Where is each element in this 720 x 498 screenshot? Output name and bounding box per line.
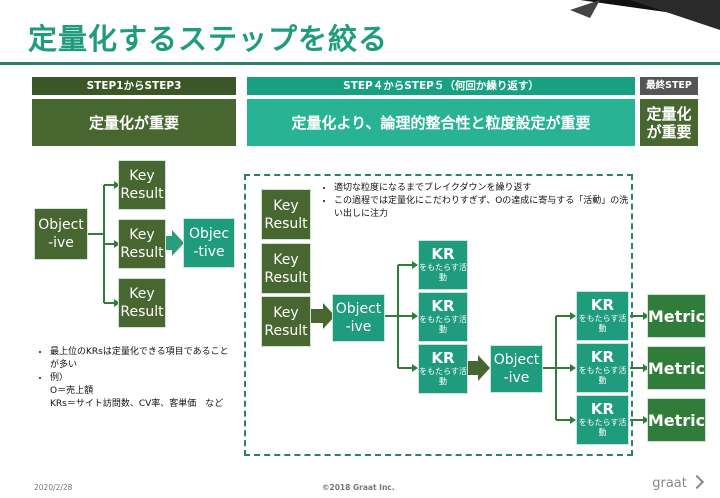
footer-copyright: ©2018 Graat Inc. xyxy=(322,483,395,492)
kr-title: KR xyxy=(590,296,615,314)
kr-subtitle: をもたらす活動 xyxy=(419,263,467,282)
key-result-label: Key xyxy=(129,286,155,302)
metric-label: Metric xyxy=(647,410,706,430)
right-note-2: この過程では定量化にこだわりすぎず、Oの達成に寄与する「活動」の洗い出しに注力 xyxy=(334,195,630,221)
objective-left-line1: Objec xyxy=(188,226,230,242)
objective-left-line2: -tive xyxy=(193,244,225,260)
objective-right1-line1: Object xyxy=(335,301,382,317)
left-note-2: 例） O＝売上額 KRs＝サイト訪問数、CV率、客単価 など xyxy=(50,372,234,411)
key-result-label: Result xyxy=(264,269,308,286)
panel-final-line2: が重要 xyxy=(646,122,692,141)
kr-activity-col2-2: KR をもたらす活動 xyxy=(576,343,629,393)
key-result-label: Result xyxy=(264,322,308,339)
panel-step1-3: 定量化が重要 xyxy=(32,99,236,146)
corner-decoration xyxy=(570,0,720,30)
object-left-line2: -ive xyxy=(48,235,74,251)
kr-subtitle: をもたらす活動 xyxy=(419,315,467,334)
header-step1-3: STEP1からSTEP3 xyxy=(32,77,236,95)
objective-right2-line1: Object xyxy=(493,352,540,368)
kr-subtitle: をもたらす活動 xyxy=(578,366,627,385)
right-note-1: 適切な粒度になるまでブレイクダウンを繰り返す xyxy=(334,182,630,195)
header-final-step: 最終STEP xyxy=(640,77,698,95)
arrow-kr-to-objective-left xyxy=(160,230,184,256)
panel-step1-3-text: 定量化が重要 xyxy=(88,114,179,132)
left-note-1: 最上位のKRsは定量化できる項目であることが多い xyxy=(50,346,234,372)
logo-text: graat xyxy=(652,476,687,491)
kr-title: KR xyxy=(590,400,615,418)
key-result-right-3: Key Result xyxy=(261,296,311,347)
kr-subtitle: をもたらす活動 xyxy=(578,314,627,333)
objective-box-right-2: Object -ive xyxy=(490,345,543,393)
repeat-area xyxy=(244,174,633,456)
key-result-label: Result xyxy=(120,245,164,261)
panel-step4-5-text: 定量化より、論理的整合性と粒度設定が重要 xyxy=(291,114,591,132)
metric-label: Metric xyxy=(647,358,706,378)
objective-right2-line2: -ive xyxy=(503,370,530,386)
panel-final-step: 定量化 が重要 xyxy=(640,99,698,146)
key-result-label: Key xyxy=(129,168,155,184)
right-notes: 適切な粒度になるまでブレイクダウンを繰り返す この過程では定量化にこだわりすぎず… xyxy=(318,182,630,221)
metric-box-1: Metric xyxy=(647,294,706,338)
metric-box-2: Metric xyxy=(647,346,706,390)
key-result-right-2: Key Result xyxy=(261,243,311,294)
footer-date: 2020/2/28 xyxy=(34,483,73,492)
kr-activity-col2-3: KR をもたらす活動 xyxy=(576,395,629,445)
key-result-label: Key xyxy=(273,304,299,321)
key-result-label: Key xyxy=(273,197,299,214)
arrow-kr-to-objective-second xyxy=(466,355,490,381)
arrow-kr-to-objective-right xyxy=(311,303,335,329)
page-title: 定量化するステップを絞る xyxy=(28,22,389,56)
key-result-right-1: Key Result xyxy=(261,189,311,240)
object-box-left: Object -ive xyxy=(34,208,88,260)
graat-logo: graat xyxy=(652,474,705,491)
metric-label: Metric xyxy=(647,306,706,326)
key-result-label: Key xyxy=(273,251,299,268)
kr-subtitle: をもたらす活動 xyxy=(419,367,467,386)
kr-activity-col1-3: KR をもたらす活動 xyxy=(418,344,468,394)
panel-final-line1: 定量化 xyxy=(646,104,692,123)
kr-title: KR xyxy=(590,348,615,366)
key-result-label: Result xyxy=(264,215,308,232)
metric-box-3: Metric xyxy=(647,398,706,442)
objective-right1-line2: -ive xyxy=(345,319,372,335)
objective-box-left: Objec -tive xyxy=(183,218,235,268)
key-result-label: Result xyxy=(120,186,164,202)
header-step4-5: STEP４からSTEP５（何回か繰り返す） xyxy=(247,77,635,95)
objective-box-right-1: Object -ive xyxy=(332,294,385,342)
panel-step4-5: 定量化より、論理的整合性と粒度設定が重要 xyxy=(247,99,635,146)
kr-title: KR xyxy=(431,245,455,263)
key-result-label: Result xyxy=(120,304,164,320)
key-result-left-3: Key Result xyxy=(118,278,166,328)
object-left-line1: Object xyxy=(38,217,84,233)
kr-title: KR xyxy=(431,349,455,367)
kr-activity-col2-1: KR をもたらす活動 xyxy=(576,291,629,341)
kr-activity-col1-2: KR をもたらす活動 xyxy=(418,292,468,342)
left-notes: 最上位のKRsは定量化できる項目であることが多い 例） O＝売上額 KRs＝サイ… xyxy=(34,346,234,411)
kr-title: KR xyxy=(431,297,455,315)
key-result-left-2: Key Result xyxy=(118,219,166,269)
key-result-left-1: Key Result xyxy=(118,160,166,210)
chevron-right-icon xyxy=(689,474,705,490)
key-result-label: Key xyxy=(129,227,155,243)
kr-subtitle: をもたらす活動 xyxy=(578,418,627,437)
title-divider xyxy=(0,62,720,65)
kr-activity-col1-1: KR をもたらす活動 xyxy=(418,240,468,290)
